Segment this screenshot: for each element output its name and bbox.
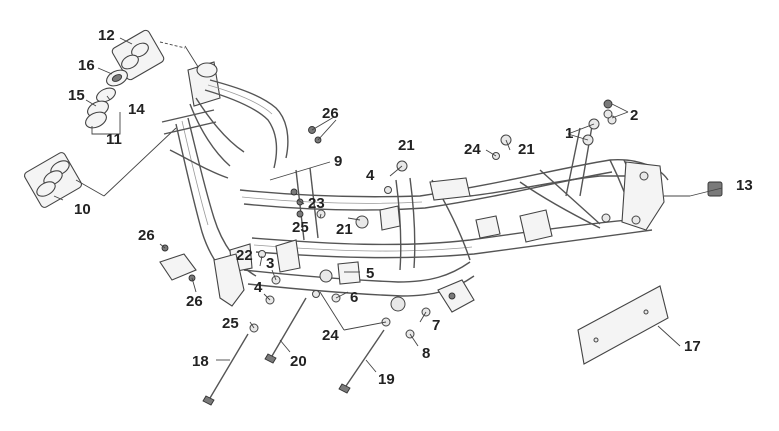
callout-19: 19: [378, 371, 395, 388]
rear-bracket: [621, 161, 665, 231]
bolt-18: [209, 333, 249, 399]
steering-bearing-parts: [23, 29, 201, 208]
callout-14: 14: [128, 101, 145, 118]
callout-labels: 1 2 3 4 4 5 6 7 8 9 10 11 12 13 14 15 16…: [68, 27, 753, 388]
callout-1: 1: [565, 125, 573, 142]
callout-26-bottom: 26: [186, 293, 203, 310]
bolt-20: [271, 297, 307, 357]
leader-lines: [53, 37, 723, 373]
bolt-19: [345, 329, 385, 387]
callout-4-lower: 4: [254, 279, 263, 296]
mounting-bolts: [202, 297, 385, 406]
bracket-11: [91, 112, 121, 135]
front-hanger: [213, 253, 245, 307]
callout-15: 15: [68, 87, 85, 104]
bushing: [319, 269, 333, 283]
callout-23: 23: [308, 195, 325, 212]
callout-13: 13: [736, 177, 753, 194]
callout-6: 6: [350, 289, 358, 306]
callout-4-upper: 4: [366, 167, 375, 184]
callout-21-c: 21: [336, 221, 353, 238]
callout-21-a: 21: [398, 137, 415, 154]
callout-24-lower: 24: [322, 327, 339, 344]
callout-20: 20: [290, 353, 307, 370]
washer-14: [96, 87, 116, 103]
callout-5: 5: [366, 265, 374, 282]
callout-16: 16: [78, 57, 95, 74]
callout-26-left: 26: [138, 227, 155, 244]
engine-mount-plate: [437, 279, 475, 313]
callout-3: 3: [266, 255, 274, 272]
callout-9: 9: [334, 153, 342, 170]
callout-21-b: 21: [518, 141, 535, 158]
callout-24-upper: 24: [464, 141, 481, 158]
callout-7: 7: [432, 317, 440, 334]
callout-11: 11: [106, 131, 122, 148]
callout-26-top: 26: [322, 105, 339, 122]
callout-12: 12: [98, 27, 115, 44]
callout-17: 17: [684, 338, 701, 355]
fasteners: [161, 99, 723, 339]
callout-8: 8: [422, 345, 430, 362]
callout-10: 10: [74, 201, 91, 218]
license-plate-bracket-17: [577, 285, 669, 365]
callout-2: 2: [630, 107, 638, 124]
callout-22: 22: [236, 247, 253, 264]
rubber-damper-13: [707, 181, 723, 197]
callout-18: 18: [192, 353, 209, 370]
callout-25-lower: 25: [222, 315, 239, 332]
callout-25-upper: 25: [292, 219, 309, 236]
frame-assembly: [159, 61, 669, 313]
